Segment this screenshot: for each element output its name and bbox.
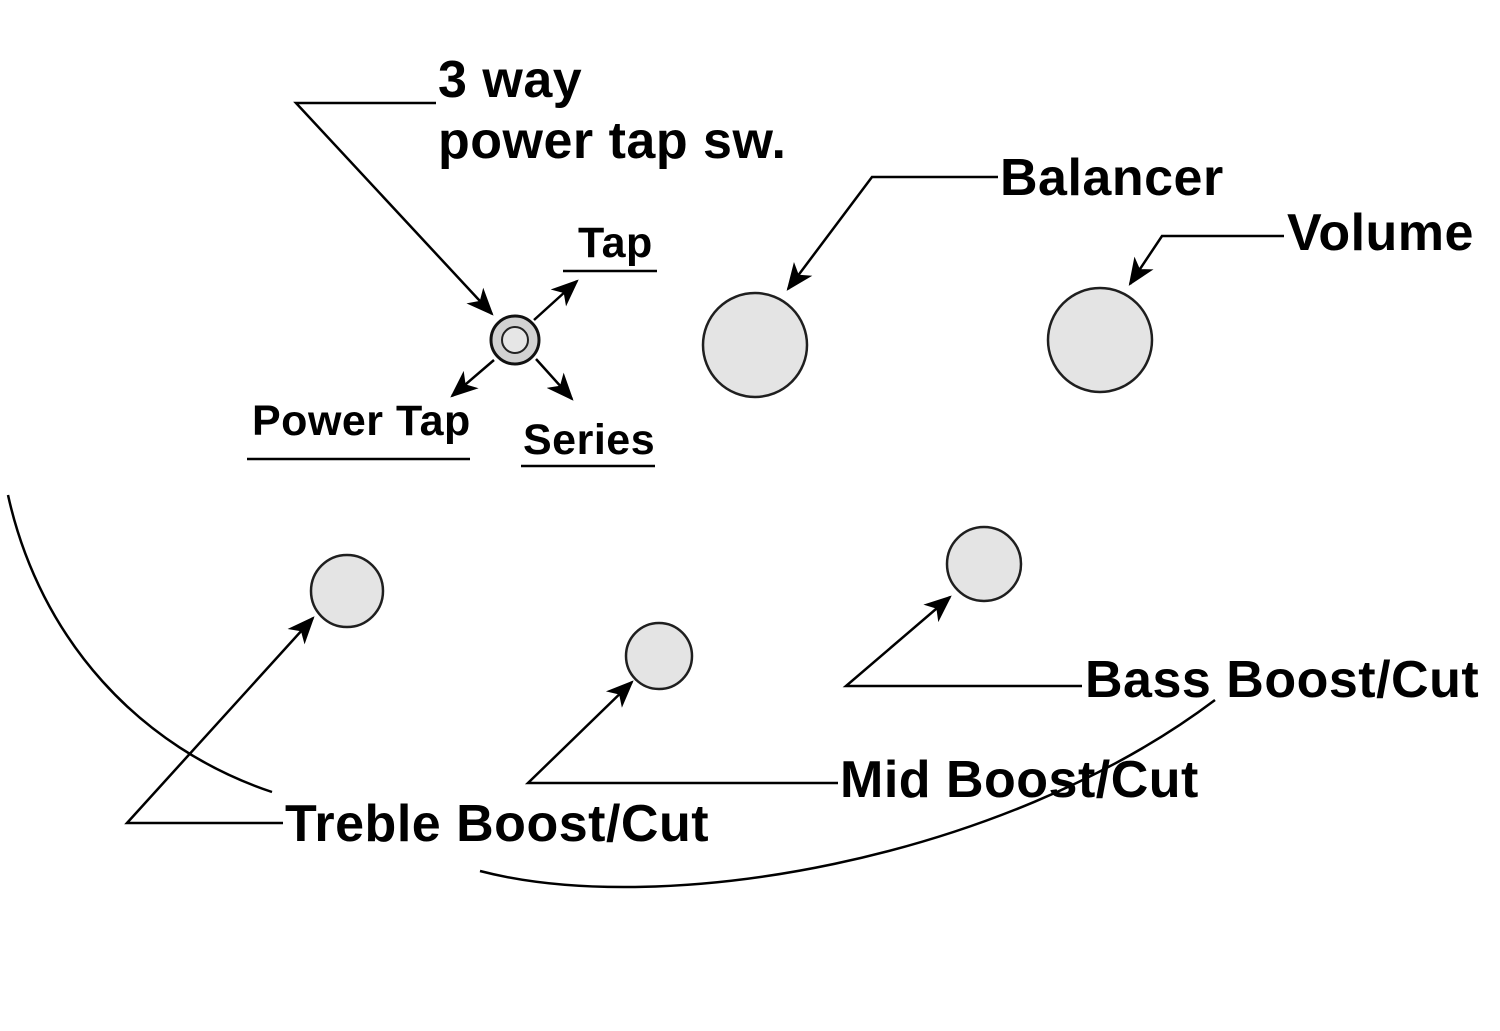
treble-knob [309, 553, 385, 629]
leader-mid [524, 680, 838, 785]
label-3way-line2: power tap sw. [438, 112, 787, 171]
switch-arrow-series [535, 358, 574, 401]
bass-knob [945, 525, 1023, 603]
label-mid-boost-cut: Mid Boost/Cut [840, 751, 1199, 809]
leader-3way-switch [293, 101, 494, 316]
curve-left [6, 494, 273, 794]
label-bass-boost-cut: Bass Boost/Cut [1085, 651, 1480, 709]
label-3way-power-tap-switch: 3 way power tap sw. [438, 50, 786, 173]
power-tap-switch-tip [501, 326, 529, 354]
leader-balancer [786, 175, 998, 291]
switch-arrow-power-tap [450, 359, 495, 398]
label-balancer: Balancer [1000, 149, 1224, 207]
label-series: Series [523, 416, 656, 464]
volume-knob [1046, 286, 1154, 394]
leader-volume [1128, 234, 1284, 286]
label-volume: Volume [1287, 204, 1474, 262]
label-treble-boost-cut: Treble Boost/Cut [285, 795, 710, 853]
label-3way-line1: 3 way [438, 51, 583, 109]
leader-treble [124, 616, 315, 825]
curve-bottom [479, 699, 1216, 889]
balancer-knob [701, 291, 809, 399]
mid-knob [624, 621, 694, 691]
label-tap: Tap [578, 219, 653, 267]
switch-arrow-tap [533, 279, 579, 321]
leader-bass [842, 595, 1082, 688]
label-power-tap: Power Tap [252, 397, 471, 445]
